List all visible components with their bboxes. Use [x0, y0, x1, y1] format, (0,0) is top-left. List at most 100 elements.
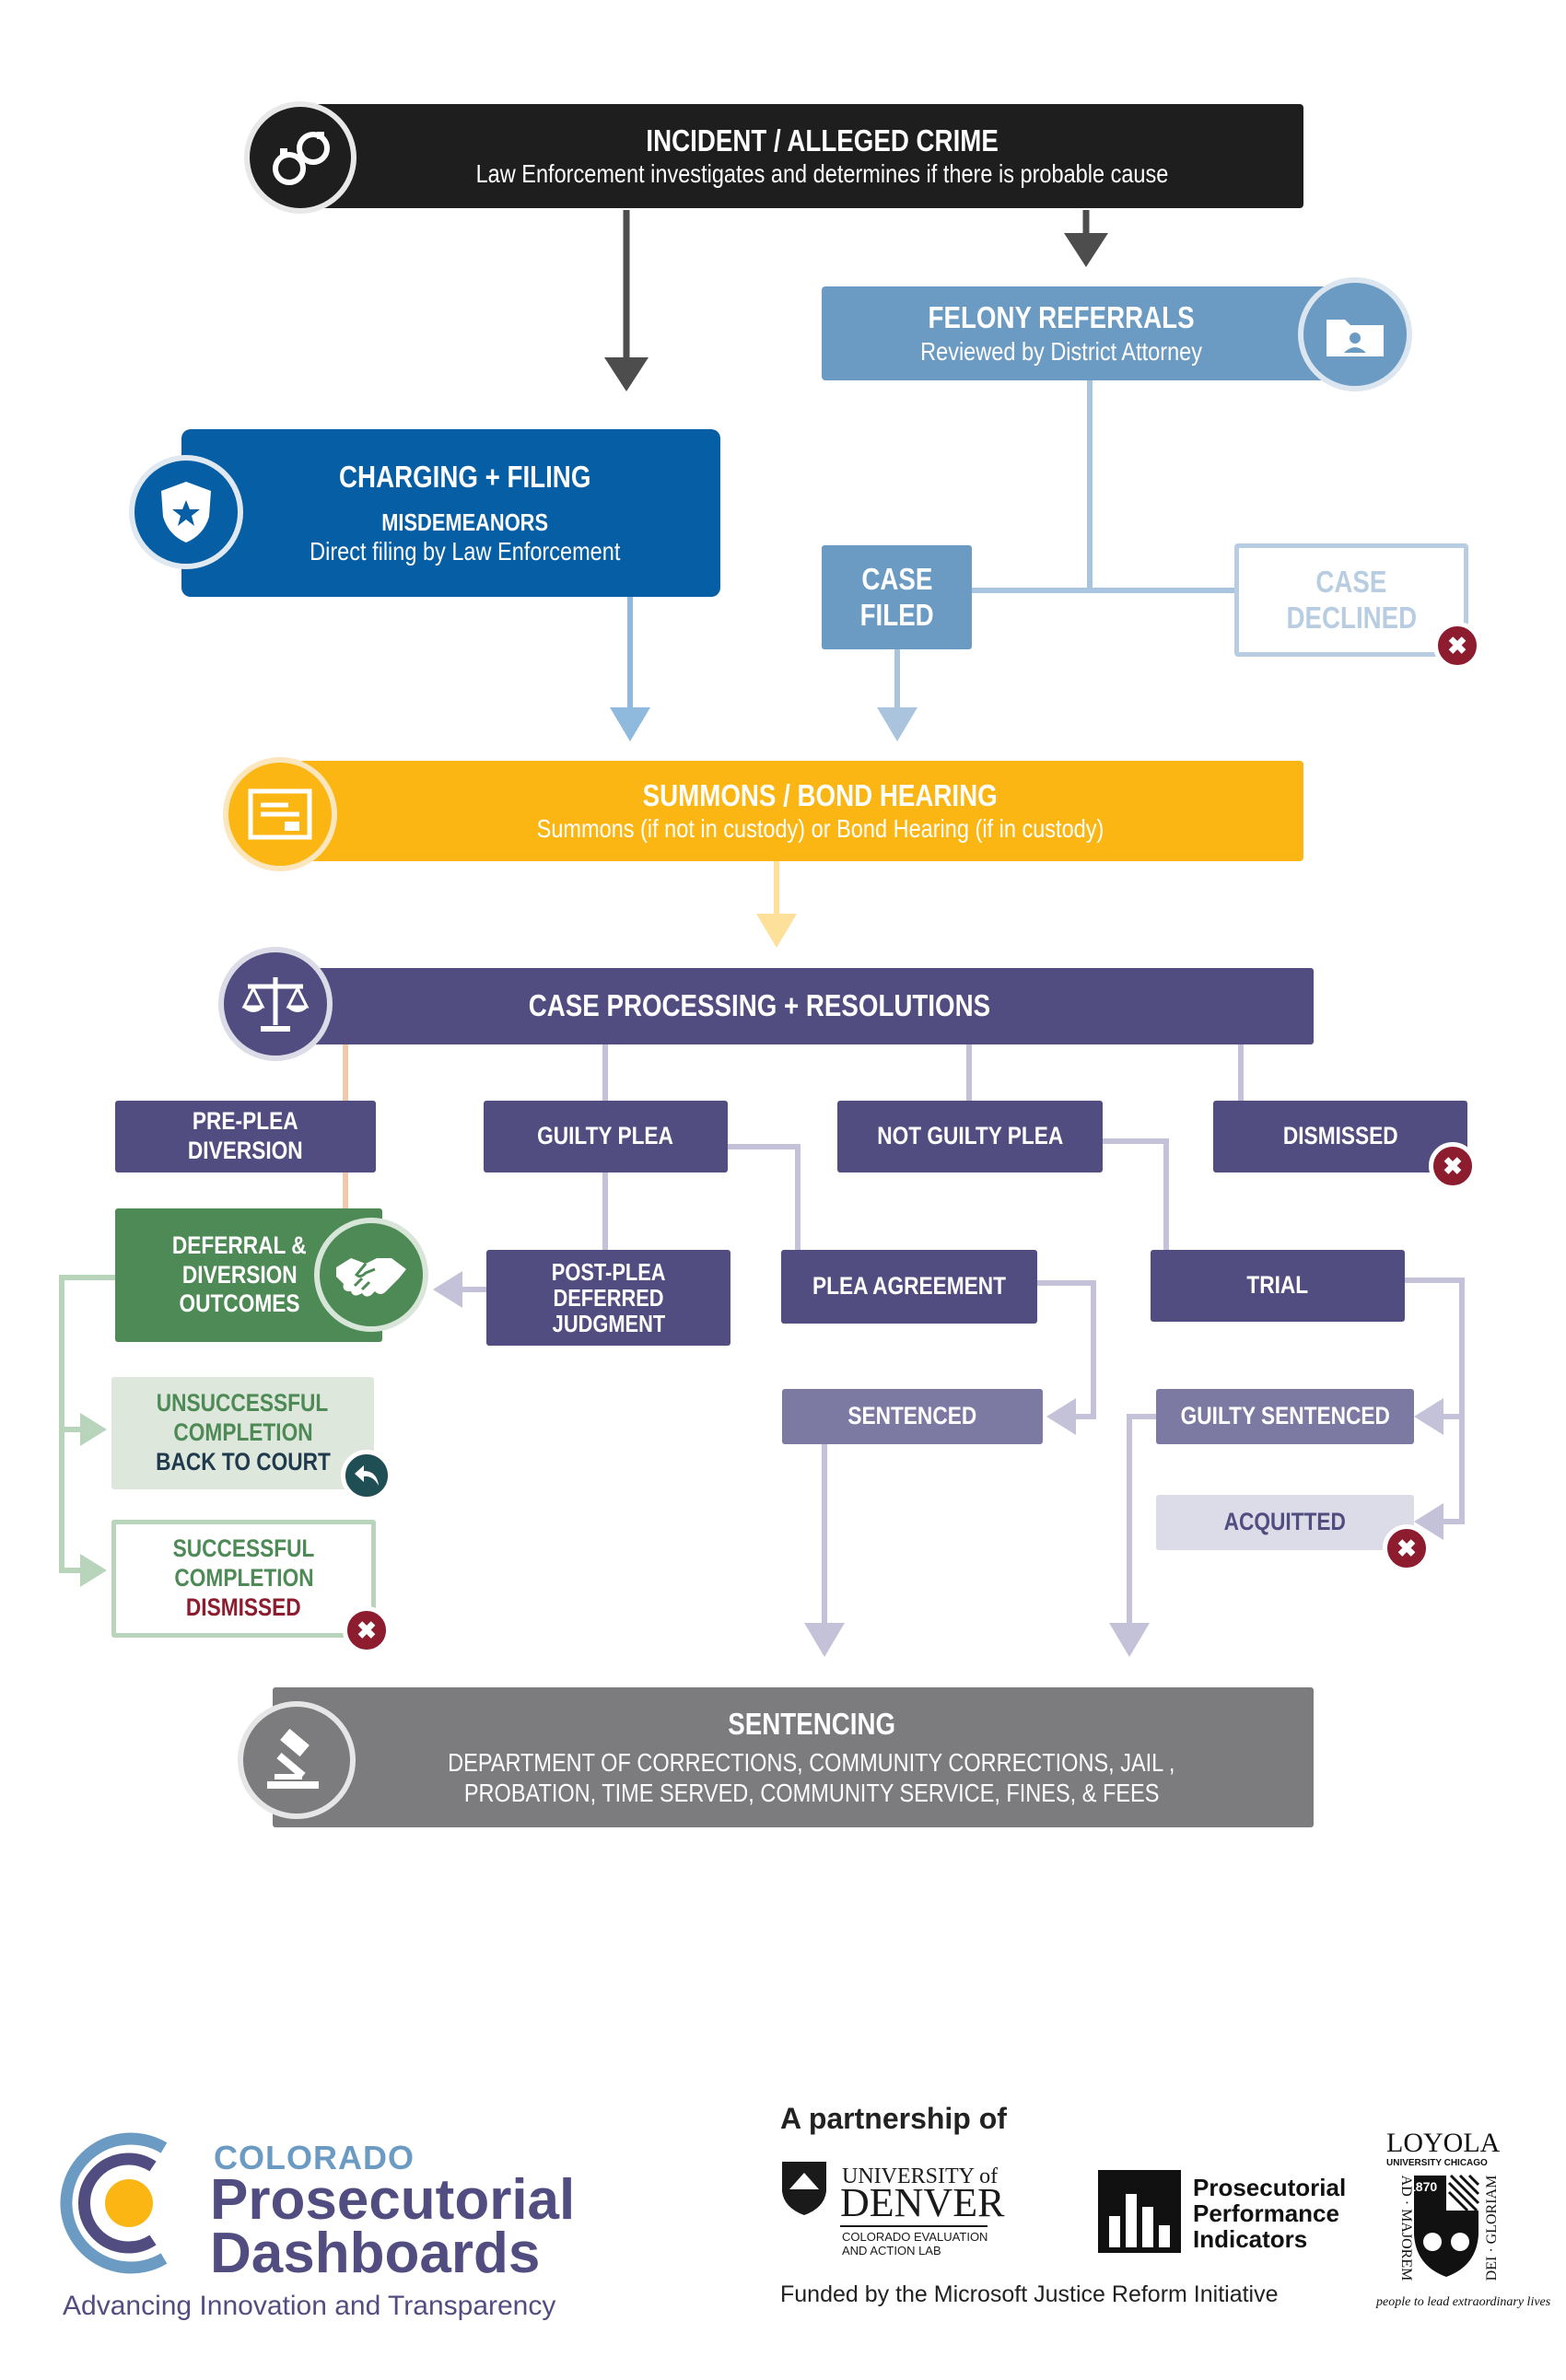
unsuccessful-box	[111, 1377, 374, 1489]
du-sub1: COLORADO EVALUATION	[842, 2230, 988, 2244]
charging-sub-title: MISDEMEANORS	[381, 508, 548, 536]
felony-subtitle: Reviewed by District Attorney	[920, 336, 1202, 366]
case-filed-box	[822, 545, 972, 649]
loyola-sub: UNIVERSITY CHICAGO	[1386, 2158, 1488, 2168]
summons-subtitle: Summons (if not in custody) or Bond Hear…	[536, 814, 1104, 844]
pre-plea-box	[115, 1101, 376, 1172]
successful-line2: COMPLETION	[173, 1564, 314, 1592]
post-plea-line3: JUDGMENT	[552, 1310, 665, 1338]
sentencing-title: SENTENCING	[728, 1706, 895, 1741]
handshake-icon	[314, 1218, 428, 1332]
dismissed-label: DISMISSED	[1282, 1122, 1398, 1150]
charging-subtitle: Direct filing by Law Enforcement	[309, 537, 621, 566]
connector-agreement-sentenced	[1037, 1280, 1096, 1419]
plea-agreement-box	[781, 1250, 1037, 1324]
ppi-line1: Prosecutorial	[1193, 2174, 1347, 2201]
ppi-bars-icon	[1098, 2170, 1181, 2253]
du-line2: DENVER	[840, 2180, 1005, 2225]
incident-subtitle: Law Enforcement investigates and determi…	[475, 159, 1169, 189]
trial-label: TRIAL	[1246, 1271, 1309, 1300]
charging-box	[181, 429, 720, 597]
not-guilty-plea-label: NOT GUILTY PLEA	[876, 1122, 1064, 1150]
cpd-brand-line1: Prosecutorial	[210, 2168, 576, 2232]
post-plea-line1: POST-PLEA	[551, 1257, 666, 1286]
cpd-brand-top: COLORADO	[214, 2139, 415, 2176]
deferral-line2: DIVERSION	[181, 1260, 298, 1289]
processing-box	[279, 968, 1314, 1044]
acquitted-box	[1156, 1495, 1414, 1550]
connector-guiltysentenced-sentencing	[1127, 1414, 1156, 1623]
arrow-filed-summons	[877, 707, 917, 741]
arrow-postplea-deferral	[433, 1271, 462, 1308]
du-line1: UNIVERSITY of	[842, 2164, 999, 2188]
plea-agreement-label: PLEA AGREEMENT	[812, 1272, 1006, 1301]
unsuccessful-line2: COMPLETION	[172, 1418, 313, 1447]
folder-icon	[1298, 277, 1412, 391]
sentenced-label: SENTENCED	[847, 1402, 977, 1430]
deferral-line3: OUTCOMES	[179, 1289, 300, 1318]
incident-title: INCIDENT / ALLEGED CRIME	[646, 122, 999, 158]
partnership-label: A partnership of	[780, 2102, 1007, 2135]
cpd-brand-line2: Dashboards	[210, 2222, 541, 2285]
police-badge-icon	[129, 455, 243, 569]
handcuffs-icon	[244, 101, 356, 214]
arrow-deferral-unsuccessful	[80, 1413, 107, 1446]
certificate-icon	[223, 757, 337, 871]
summons-box	[299, 761, 1303, 861]
successful-box	[111, 1520, 376, 1638]
successful-line1: SUCCESSFUL	[172, 1534, 315, 1563]
unsuccessful-line1: UNSUCCESSFUL	[157, 1389, 329, 1418]
funded-label: Funded by the Microsoft Justice Reform I…	[780, 2281, 1279, 2307]
arrow-incident-felony	[1064, 233, 1108, 267]
guilty-sentenced-box	[1156, 1389, 1414, 1444]
du-sub2: AND ACTION LAB	[842, 2244, 941, 2258]
dismissed-x-icon: ✖	[1429, 1142, 1477, 1190]
loyola-motto-left: AD · MAJOREM	[1398, 2175, 1414, 2281]
loyola-tag: people to lead extraordinary lives	[1376, 2295, 1551, 2309]
scales-icon	[218, 947, 333, 1061]
du-shield-icon	[780, 2160, 828, 2217]
charging-title: CHARGING + FILING	[338, 459, 591, 494]
arrow-trial-acquitted	[1414, 1503, 1443, 1540]
cpd-logo-icon	[53, 2129, 192, 2277]
case-declined-line1: CASE	[1315, 564, 1387, 599]
guilty-plea-box	[484, 1101, 728, 1172]
case-filed-line2: FILED	[859, 597, 934, 632]
pre-plea-line1: PRE-PLEA	[193, 1107, 298, 1136]
ppi-line3: Indicators	[1193, 2225, 1308, 2253]
sentencing-line1: DEPARTMENT OF CORRECTIONS, COMMUNITY COR…	[448, 1748, 1175, 1778]
connector-guilty-agreement	[728, 1144, 801, 1250]
arrow-guiltysentenced-sentencing	[1109, 1623, 1150, 1657]
back-arrow-icon	[341, 1450, 392, 1501]
loyola-motto-right: DEI · GLORIAM	[1484, 2175, 1500, 2281]
successful-line3: DISMISSED	[186, 1592, 301, 1621]
declined-x-icon: ✖	[1433, 622, 1481, 670]
sentencing-line2: PROBATION, TIME SERVED, COMMUNITY SERVIC…	[463, 1779, 1160, 1808]
arrow-deferral-successful	[80, 1554, 107, 1587]
cpd-tagline: Advancing Innovation and Transparency	[63, 2291, 556, 2321]
processing-title: CASE PROCESSING + RESOLUTIONS	[528, 988, 991, 1023]
incident-box	[304, 104, 1303, 208]
case-declined-box	[1234, 543, 1468, 657]
unsuccessful-line3: BACK TO COURT	[155, 1447, 331, 1476]
post-plea-box	[486, 1250, 730, 1346]
arrow-incident-charging	[604, 357, 649, 391]
summons-title: SUMMONS / BOND HEARING	[642, 777, 998, 812]
ppi-line2: Performance	[1193, 2199, 1339, 2227]
felony-box	[822, 286, 1339, 380]
successful-x-icon: ✖	[343, 1606, 391, 1654]
post-plea-line2: DEFERRED	[553, 1283, 664, 1312]
arrow-charging-summons	[610, 707, 650, 741]
guilty-sentenced-label: GUILTY SENTENCED	[1180, 1402, 1390, 1430]
case-filed-line1: CASE	[860, 561, 933, 596]
gavel-icon	[238, 1701, 356, 1819]
arrow-trial-guilty	[1414, 1398, 1443, 1435]
pre-plea-line2: DIVERSION	[188, 1137, 303, 1164]
connector-deferral-outcomes	[59, 1275, 115, 1573]
trial-box	[1151, 1250, 1405, 1322]
acquitted-label: ACQUITTED	[1223, 1508, 1347, 1536]
loyola-name: LOYOLA	[1386, 2128, 1501, 2158]
arrow-agreement-sentenced	[1046, 1398, 1076, 1435]
loyola-year: 1870	[1408, 2179, 1438, 2194]
felony-title: FELONY REFERRALS	[928, 300, 1195, 335]
